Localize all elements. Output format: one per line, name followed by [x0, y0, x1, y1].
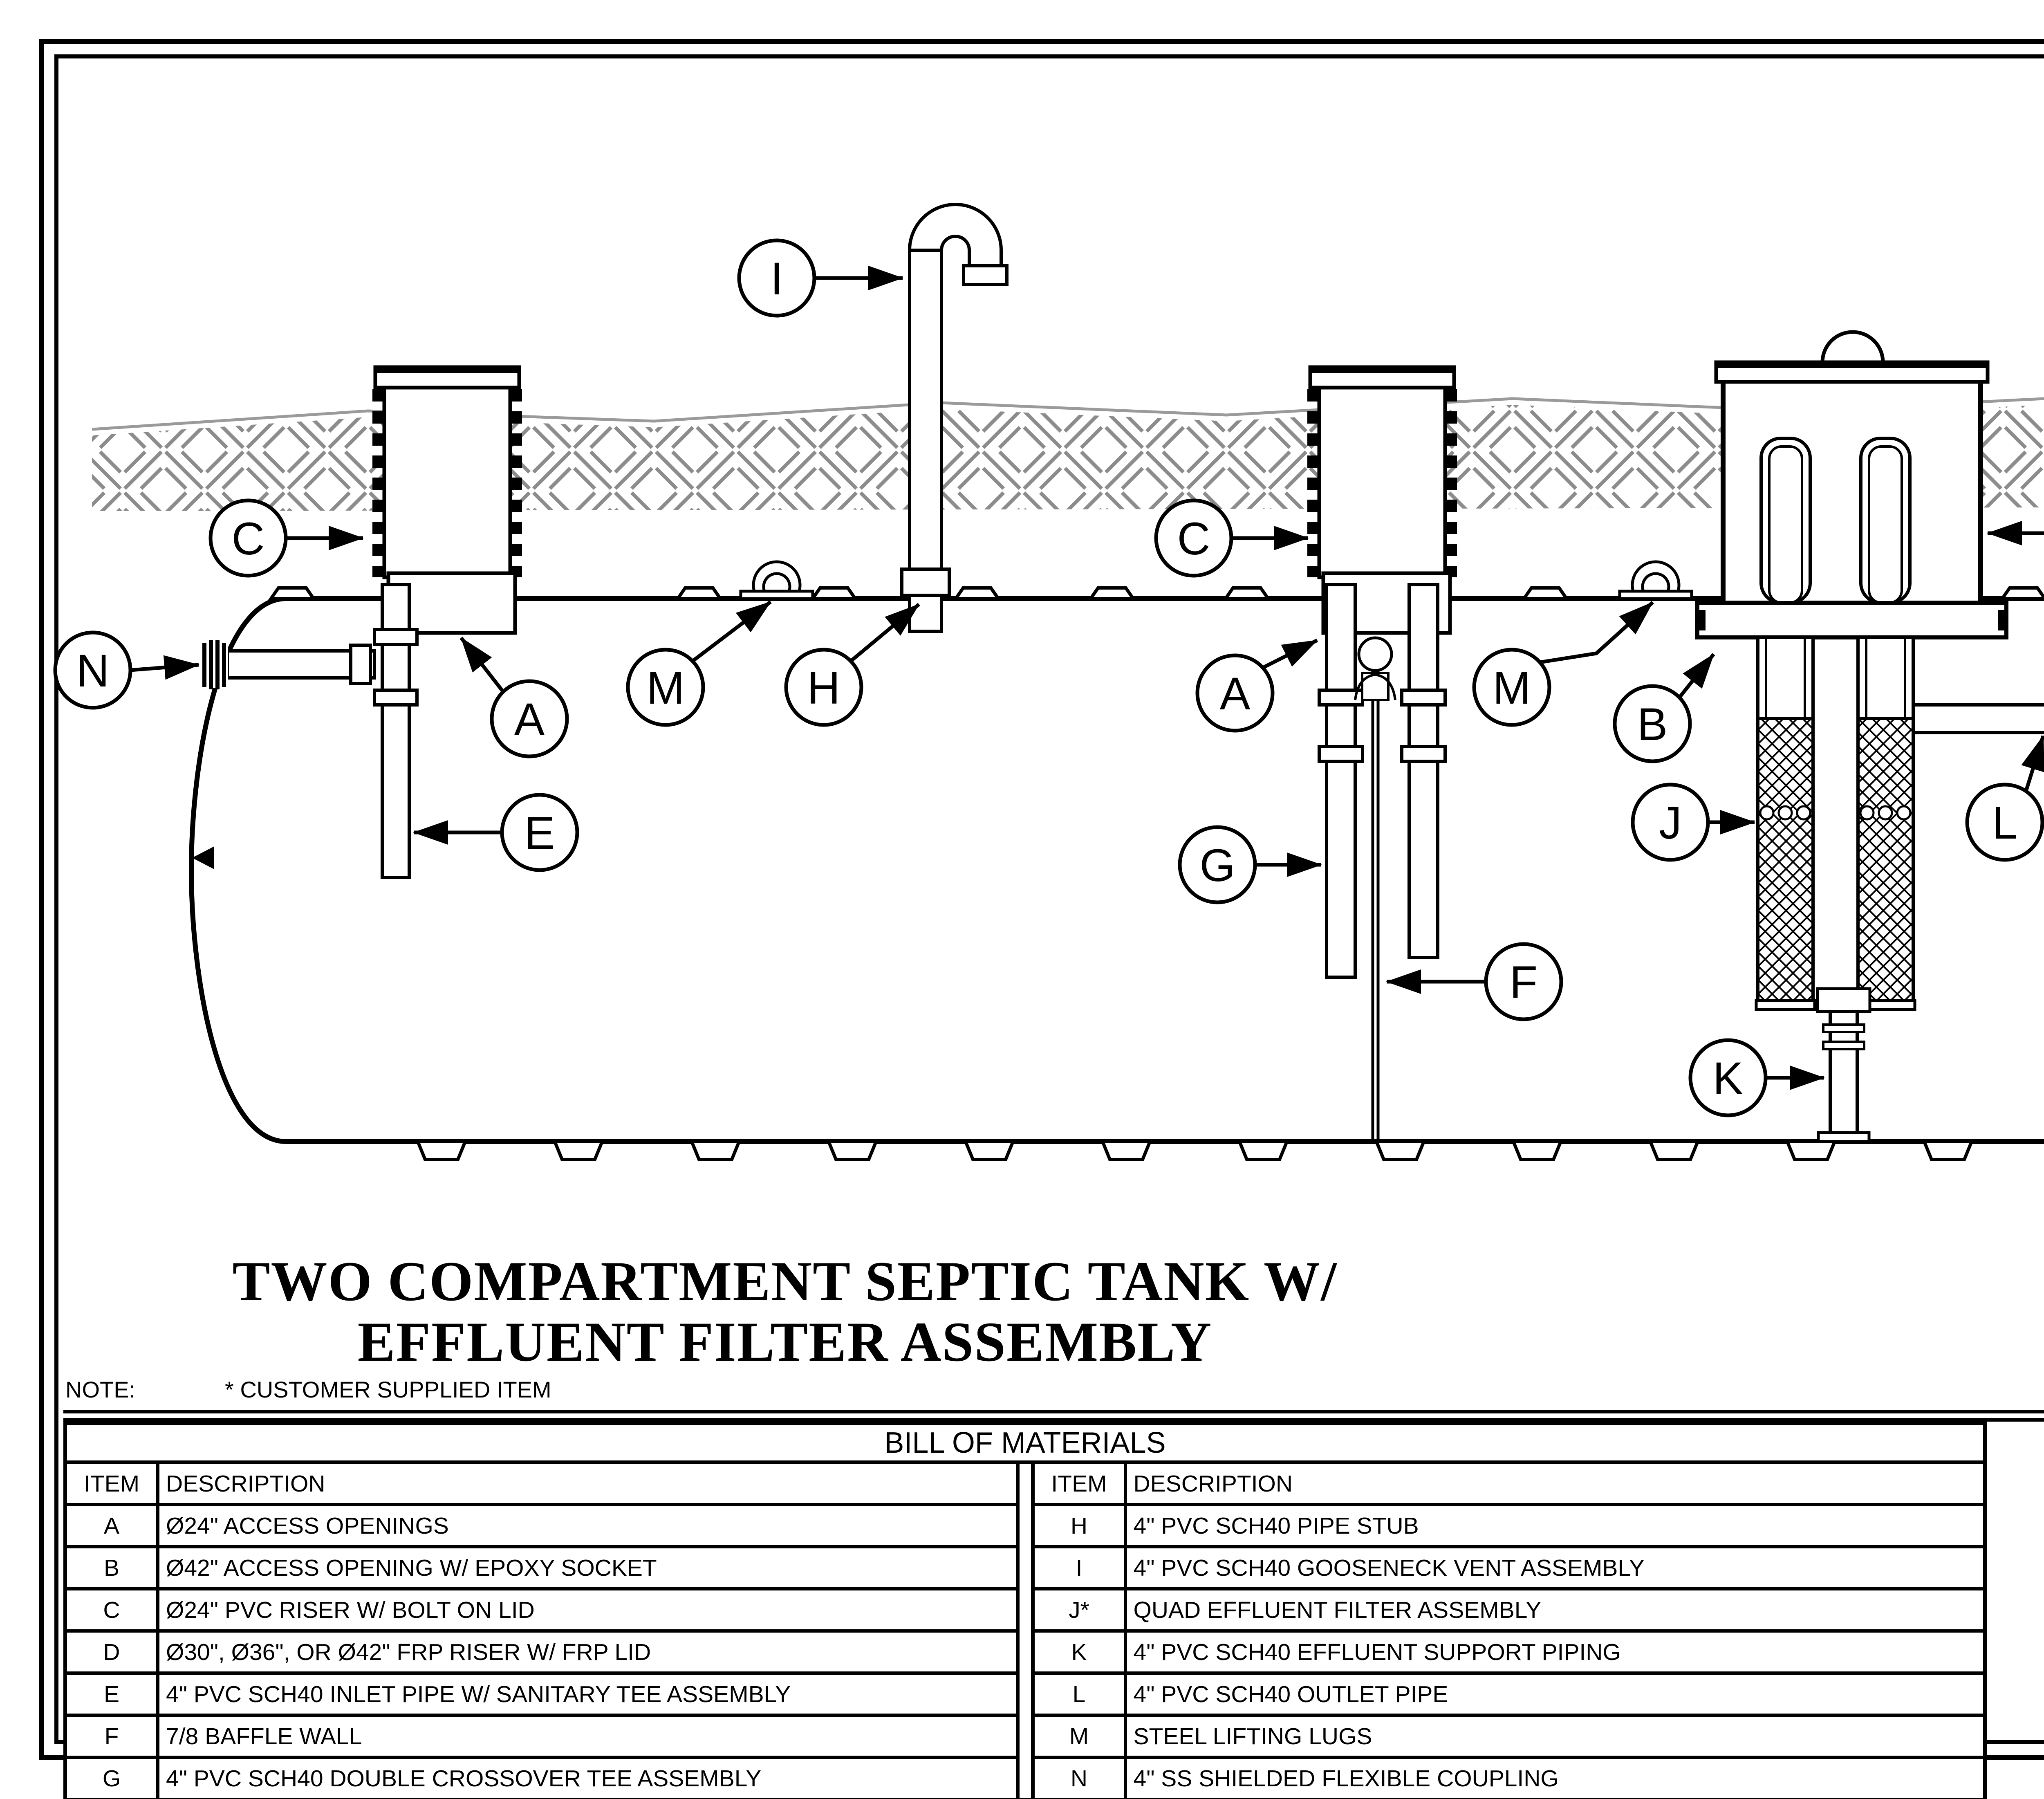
- tank-top-ribs: [268, 586, 2044, 600]
- tank-bottom-ribs: [415, 1140, 1974, 1161]
- note: NOTE: * CUSTOMER SUPPLIED ITEM: [65, 1376, 551, 1403]
- svg-text:I: I: [770, 253, 783, 304]
- svg-text:M: M: [1493, 662, 1531, 713]
- support-piping: [1816, 987, 1871, 1143]
- bom-divider: [1020, 1464, 1031, 1798]
- pvc-riser-1: [372, 365, 522, 579]
- svg-text:L: L: [1992, 797, 2017, 848]
- crossover-ball: [1357, 636, 1393, 672]
- svg-text:A: A: [1220, 668, 1251, 719]
- bom-col-item-2: ITEM: [1035, 1464, 1127, 1503]
- frp-riser: [1695, 330, 2008, 639]
- callout-bubbles-main: I C N A E M H C A G M B D J L N F K: [53, 238, 2044, 1117]
- svg-text:G: G: [1199, 840, 1235, 891]
- svg-text:F: F: [1510, 957, 1537, 1008]
- tank-end-mark-left: [192, 846, 214, 869]
- lifting-lug-2: [1618, 560, 1693, 600]
- drawing-title: TWO COMPARTMENT SEPTIC TANK W/ EFFLUENT …: [123, 1251, 1447, 1372]
- bom-row-j: J*QUAD EFFLUENT FILTER ASSEMBLY: [1034, 1587, 1983, 1629]
- bom-col-desc-2: DESCRIPTION: [1133, 1470, 1293, 1497]
- inlet-pipe-assembly: [226, 583, 419, 879]
- svg-text:M: M: [646, 662, 684, 713]
- svg-text:K: K: [1713, 1053, 1744, 1104]
- effluent-filters: [1755, 636, 1916, 1011]
- outlet-pipe: [1912, 703, 2044, 734]
- separator-line-top: [63, 1410, 2044, 1413]
- svg-text:E: E: [524, 808, 555, 859]
- drawing-title-line2: EFFLUENT FILTER ASSEMBLY: [357, 1310, 1213, 1373]
- baffle-wall: [1371, 671, 1380, 1140]
- note-label: NOTE:: [65, 1377, 136, 1402]
- drawing-title-line1: TWO COMPARTMENT SEPTIC TANK W/: [232, 1250, 1338, 1312]
- svg-text:B: B: [1637, 699, 1668, 750]
- gooseneck-vent: [900, 203, 1009, 633]
- svg-text:A: A: [514, 694, 545, 745]
- svg-text:C: C: [232, 513, 265, 564]
- inlet-coupling: [200, 640, 228, 689]
- separator-line-bottom: [63, 1418, 2044, 1422]
- bom-col-item: ITEM: [67, 1464, 159, 1503]
- pvc-riser-2: [1307, 365, 1457, 579]
- bom-col-desc: DESCRIPTION: [166, 1470, 325, 1497]
- svg-text:C: C: [1177, 513, 1210, 564]
- svg-text:J: J: [1659, 797, 1682, 848]
- note-text: * CUSTOMER SUPPLIED ITEM: [225, 1377, 551, 1402]
- lifting-lug-1: [739, 560, 814, 600]
- bom-title: BILL OF MATERIALS: [67, 1425, 1983, 1464]
- crossover-tee-assembly: [1318, 583, 1447, 979]
- svg-text:H: H: [807, 662, 840, 713]
- callouts-main: [130, 266, 2044, 1090]
- svg-text:N: N: [76, 645, 110, 696]
- tank-shell: [188, 596, 2044, 1144]
